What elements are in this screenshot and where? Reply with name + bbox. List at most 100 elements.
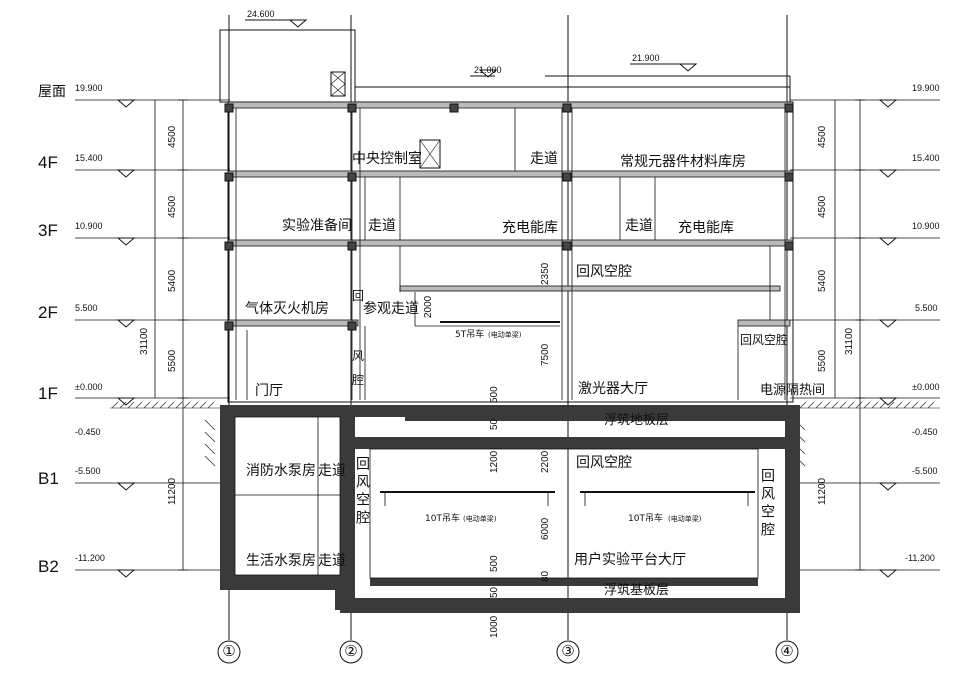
floor-label-4f: 4F: [38, 153, 58, 172]
basement-internals: [234, 416, 759, 579]
roof-parapet: [354, 86, 791, 103]
dim-right-1f: 5500: [817, 349, 828, 372]
elevation-1f-right: ±0.000: [912, 382, 940, 392]
dim-mid-6000: 6000: [540, 517, 551, 540]
upper-slab-layer: 浮筑地板层: [604, 413, 670, 428]
shaft-label-mid: 风: [352, 349, 365, 363]
room-return-air-1f: 回风空腔: [740, 333, 789, 347]
axis-label-4: ④: [780, 642, 794, 660]
elevation-3f-right: 10.900: [912, 221, 940, 231]
lower-slab-layer: 浮筑基板层: [604, 583, 670, 598]
dim-left-2f: 5400: [167, 269, 178, 292]
dim-left-basement: 11200: [167, 477, 178, 505]
stair-tower: [219, 29, 356, 103]
left-return-cavity: 回风空腔: [354, 456, 370, 528]
room-user-hall: 用户实验平台大厅: [574, 552, 686, 568]
axis-label-1: ①: [222, 642, 236, 660]
shaft-label-bottom: 腔: [352, 373, 365, 387]
room-central-control: 中央控制室: [352, 151, 422, 167]
room-visit-corridor: 参观走道: [363, 301, 419, 317]
room-return-air-b1: 回风空腔: [576, 455, 632, 471]
room-lab-prep: 实验准备间: [282, 218, 352, 234]
room-laser-hall: 激光器大厅: [578, 381, 648, 397]
room-gas-fire: 气体灭火机房: [245, 301, 329, 317]
elevation-stair: 21.000: [474, 65, 502, 75]
elevation-b1-left: -5.500: [75, 466, 101, 476]
dim-mid-1200: 1200: [489, 450, 500, 473]
dim-right-total: 31100: [844, 327, 855, 355]
elevation-ground-left: -0.450: [75, 427, 101, 437]
hoist-10t-b-label: 10T吊车: [628, 514, 663, 524]
floor-label-3f: 3F: [38, 221, 58, 240]
dim-left-3f: 4500: [167, 195, 178, 218]
dim-mid-80: 80: [540, 570, 551, 582]
elevation-roof-left: 19.900: [75, 83, 103, 93]
elevation-top: 24.600: [247, 9, 275, 19]
room-power: 电源隔热间: [760, 383, 826, 398]
elevation-1f-left: ±0.000: [75, 382, 103, 392]
elevation-b2-right: -11.200: [905, 553, 935, 563]
dim-mid-500: 500: [489, 386, 500, 403]
axis-label-2: ②: [344, 642, 358, 660]
room-lobby: 门厅: [255, 383, 283, 399]
control-window: [419, 139, 441, 169]
dim-right-2f: 5400: [817, 269, 828, 292]
floor-label-1f: 1F: [38, 384, 58, 403]
hoist-10t-b-note: (电动单梁): [668, 515, 702, 523]
room-corridor-3f: 走道: [368, 218, 396, 234]
dim-mid-2350: 2350: [540, 262, 551, 285]
elevation-2f-left: 5.500: [75, 303, 98, 313]
room-domestic-pump: 生活水泵房: [246, 553, 316, 569]
axis-bubbles: [217, 640, 799, 664]
shaft-label-top: 回: [352, 289, 365, 303]
room-corridor-b2: 走道: [318, 553, 346, 569]
dim-mid-2200: 2200: [540, 450, 551, 473]
dim-right-4f: 4500: [817, 125, 828, 148]
dim-left-4f: 4500: [167, 125, 178, 148]
right-return-cavity: 回风空腔: [759, 468, 775, 540]
axis-label-3: ③: [561, 642, 575, 660]
room-corridor-4f: 走道: [530, 151, 558, 167]
dim-mid-50a: 50: [489, 418, 500, 430]
room-charging-a: 充电能库: [502, 220, 558, 236]
room-return-air-2f: 回风空腔: [576, 264, 632, 280]
elevation-2f-right: 5.500: [915, 303, 938, 313]
elevation-markers: [116, 19, 898, 578]
room-corridor-3f-b: 走道: [625, 218, 653, 234]
floor-label-2f: 2F: [38, 303, 58, 322]
superstructure: [227, 101, 794, 403]
dimension-lines: [154, 99, 865, 571]
room-charging-b: 充电能库: [678, 220, 734, 236]
dim-right-3f: 4500: [817, 195, 828, 218]
hoist-5t-label: 5T吊车: [455, 330, 485, 340]
hoist-10t-a-note: (电动单梁): [463, 515, 497, 523]
elevation-ground-right: -0.450: [912, 427, 938, 437]
elevation-4f-right: 15.400: [912, 153, 940, 163]
hoist-10t-a-label: 10T吊车: [425, 514, 460, 524]
room-materials-store: 常规元器件材料库房: [620, 154, 746, 170]
dim-left-1f: 5500: [167, 349, 178, 372]
elevation-b1-right: -5.500: [912, 466, 938, 476]
dim-mid-50b: 50: [489, 586, 500, 598]
floor-slabs: [227, 101, 794, 327]
room-fire-pump: 消防水泵房: [246, 463, 316, 479]
dim-mid-500b: 500: [489, 555, 500, 572]
column-blocks: [224, 103, 794, 331]
floor-label-b2: B2: [38, 557, 59, 576]
dim-mid-2000: 2000: [423, 295, 434, 318]
floor-label-b1: B1: [38, 469, 59, 488]
floor-label-roof: 屋面: [38, 83, 66, 99]
elevation-4f-left: 15.400: [75, 153, 103, 163]
hoist-5t-note: (电动单梁): [488, 331, 522, 339]
elevation-b2-left: -11.200: [75, 553, 105, 563]
dim-left-total: 31100: [139, 327, 150, 355]
elevation-parapet: 21.900: [632, 53, 660, 63]
basement-walls: [220, 405, 800, 613]
elevation-3f-left: 10.900: [75, 221, 103, 231]
dim-right-basement: 11200: [817, 477, 828, 505]
stair-window: [330, 71, 346, 97]
dim-mid-1000: 1000: [489, 615, 500, 638]
elevation-roof-right: 19.900: [912, 83, 940, 93]
dim-mid-7500: 7500: [540, 343, 551, 366]
